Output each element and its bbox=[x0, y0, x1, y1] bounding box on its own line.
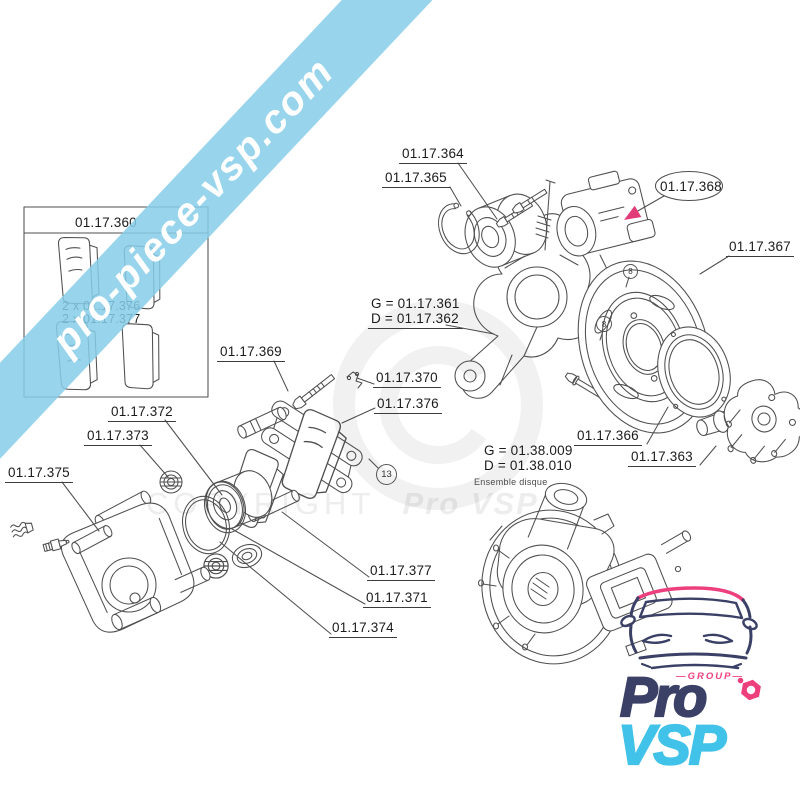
label-01-17-374: 01.17.374 bbox=[329, 620, 397, 639]
label-g361-d362: G = 01.17.361 D = 01.17.362 bbox=[368, 296, 463, 330]
label-d-01-17-362: D = 01.17.362 bbox=[371, 311, 459, 327]
brand-word: Pro VSP bbox=[402, 486, 539, 521]
callout-13: 13 bbox=[376, 464, 397, 485]
label-01-17-363: 01.17.363 bbox=[628, 449, 696, 468]
highlight-arrow-head bbox=[624, 205, 642, 220]
label-01-17-366: 01.17.366 bbox=[574, 428, 642, 447]
label-d-01-38-010: D = 01.38.010 bbox=[484, 458, 572, 474]
label-01-17-367: 01.17.367 bbox=[726, 239, 794, 258]
label-01-17-375: 01.17.375 bbox=[5, 465, 73, 484]
label-g-01-38-009: G = 01.38.009 bbox=[484, 443, 573, 458]
label-01-17-370: 01.17.370 bbox=[373, 370, 441, 389]
logo-pro-text: Pro bbox=[619, 664, 709, 729]
label-01-17-364: 01.17.364 bbox=[399, 146, 467, 165]
callout-8-upper: 8 bbox=[623, 264, 638, 279]
highlight-annotation bbox=[624, 170, 724, 220]
leader-lines bbox=[61, 162, 730, 635]
grooved-bush-a bbox=[159, 470, 183, 494]
mounting-bolts bbox=[495, 179, 556, 251]
label-01-17-365: 01.17.365 bbox=[382, 170, 450, 189]
assembled-disc-unit bbox=[477, 482, 692, 665]
caliper-actuator bbox=[556, 170, 656, 257]
label-01-17-371: 01.17.371 bbox=[363, 590, 431, 609]
bleed-screw-a bbox=[10, 521, 34, 538]
snap-ring bbox=[438, 202, 480, 255]
label-01-17-377: 01.17.377 bbox=[367, 563, 435, 582]
logo-vsp-text: VSP bbox=[617, 712, 727, 777]
label-01-17-360: 01.17.360 bbox=[75, 215, 137, 230]
label-01-17-369: 01.17.369 bbox=[217, 344, 285, 363]
dust-boot bbox=[231, 543, 263, 569]
label-g009-d010: G = 01.38.009 D = 01.38.010 bbox=[484, 443, 573, 473]
label-01-17-368: 01.17.368 bbox=[660, 179, 722, 194]
bearing-race-ring bbox=[657, 326, 731, 418]
callout-8-lower: 8 bbox=[596, 316, 612, 332]
label-01-17-373: 01.17.373 bbox=[84, 428, 152, 447]
caliper-body bbox=[60, 490, 211, 633]
ensemble-disque-caption: Ensemble disque bbox=[474, 477, 548, 487]
piston-seal-rings bbox=[182, 480, 246, 555]
label-01-17-372: 01.17.372 bbox=[108, 404, 176, 423]
car-outline-icon bbox=[620, 586, 758, 670]
label-01-17-376: 01.17.376 bbox=[374, 396, 442, 415]
label-g-01-17-361: G = 01.17.361 bbox=[371, 296, 460, 311]
hex-nut-icon bbox=[737, 677, 761, 701]
highlight-ellipse bbox=[654, 170, 724, 202]
stub-axle-hub bbox=[696, 379, 800, 464]
bleed-screw-b bbox=[42, 538, 70, 552]
logo-group-text: —GROUP— bbox=[676, 671, 744, 682]
copyright-word: COPYRIGHT bbox=[146, 486, 376, 521]
highlight-arrow-shaft bbox=[635, 195, 665, 213]
grooved-bush-b bbox=[203, 553, 229, 579]
guide-pin-upper bbox=[237, 406, 287, 439]
copyright-text-watermark: COPYRIGHT Pro VSP bbox=[146, 486, 539, 522]
